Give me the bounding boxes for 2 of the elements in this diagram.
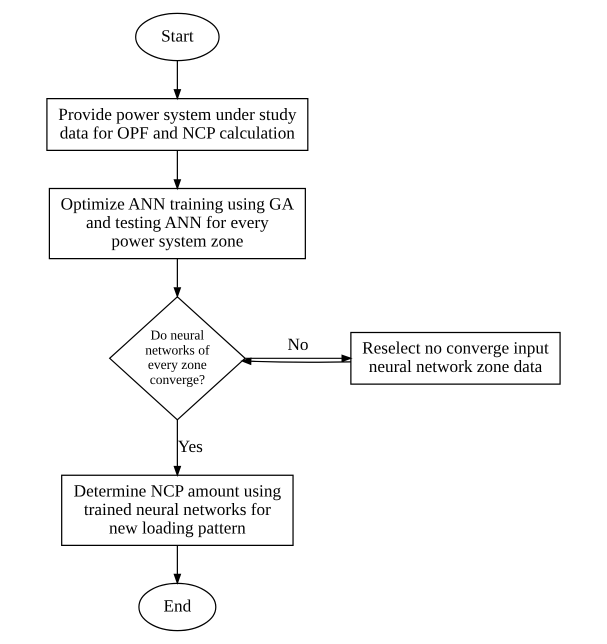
edge-label: Yes xyxy=(178,437,203,456)
edge-label: No xyxy=(287,334,308,354)
